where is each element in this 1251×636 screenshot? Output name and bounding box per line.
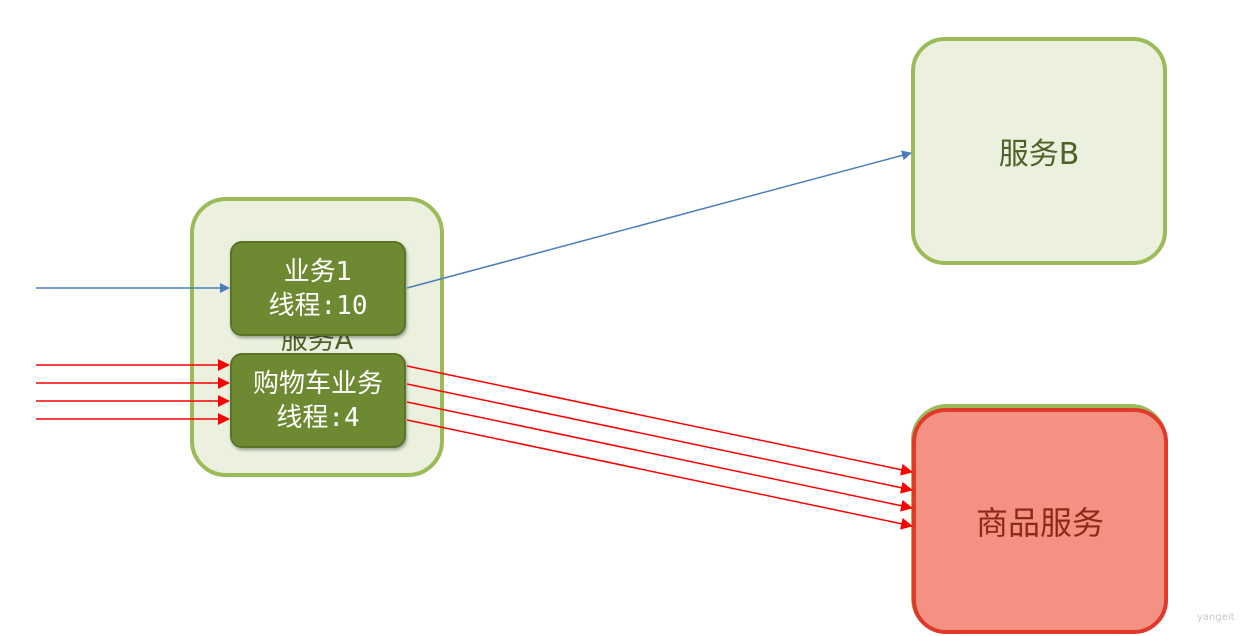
business1-to-service-b-arrow [406, 150, 912, 289]
watermark-text: yangeit [1197, 612, 1235, 623]
cart-to-goods-service-arrows [406, 365, 913, 530]
cart-business-threads: 线程:4 [276, 402, 360, 433]
cart-business-thread-node: 购物车业务 线程:4 [230, 353, 406, 448]
business1-threads: 线程:10 [268, 290, 368, 321]
service-b-node: 服务B [911, 37, 1167, 265]
service-b-label: 服务B [998, 137, 1080, 172]
goods-service-node: 商品服务 [912, 408, 1168, 634]
business1-title: 业务1 [283, 256, 353, 287]
cart-business-title: 购物车业务 [252, 368, 383, 399]
incoming-cart-arrows [36, 359, 230, 425]
goods-service-label: 商品服务 [975, 504, 1104, 542]
business1-thread-node: 业务1 线程:10 [230, 241, 406, 336]
